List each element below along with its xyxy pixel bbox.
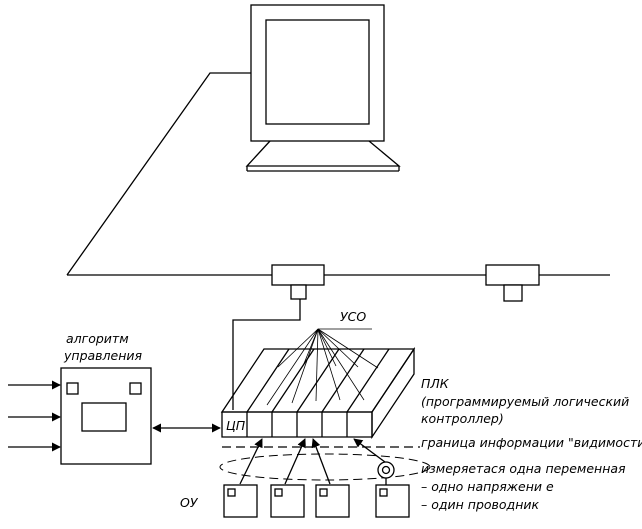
sensor-arrow-2 [284,438,306,485]
boundary-label: граница информации "видимости" [421,435,642,450]
sensor-zone-ellipse [219,453,431,481]
measured-label: измеряетася одна переменная [421,461,626,476]
network-cable [66,72,251,276]
sensor-arrow-3 [311,438,331,485]
uso-label: УСО [340,309,366,324]
plc-side-face [371,346,415,440]
plc-desc-line2: контроллер) [421,411,504,426]
computer-monitor [245,4,401,172]
monitor-screen [265,19,370,125]
algorithm-label-line2: управления [63,348,143,363]
plc-block [220,346,416,440]
algorithm-label-line1: алгоритм [66,331,129,346]
sensor-arrow-4 [353,438,386,463]
sensor-symbol [377,461,395,485]
plc-desc-line1: (программируемый логический [421,394,629,409]
plc-bus-link [232,299,301,410]
bus-connector-2 [485,264,540,302]
ou-box-3 [315,484,350,518]
plc-label: ПЛК [421,376,450,391]
ou-box-1 [223,484,258,518]
ou-box-4 [375,484,410,518]
algorithm-box [60,367,152,465]
sensor-arrow-1 [239,438,263,485]
monitor-stand [245,140,401,167]
bullet-wire: – один проводник [421,497,539,512]
monitor-frame [250,4,385,142]
cpu-label: ЦП [226,418,246,433]
uso-leader-lines [266,328,379,406]
bullet-voltage: – одно напряжени е [421,479,554,494]
bus-connector-1 [271,264,325,300]
algorithm-block [60,367,152,465]
ou-label: ОУ [180,495,199,510]
ou-box-2 [270,484,305,518]
